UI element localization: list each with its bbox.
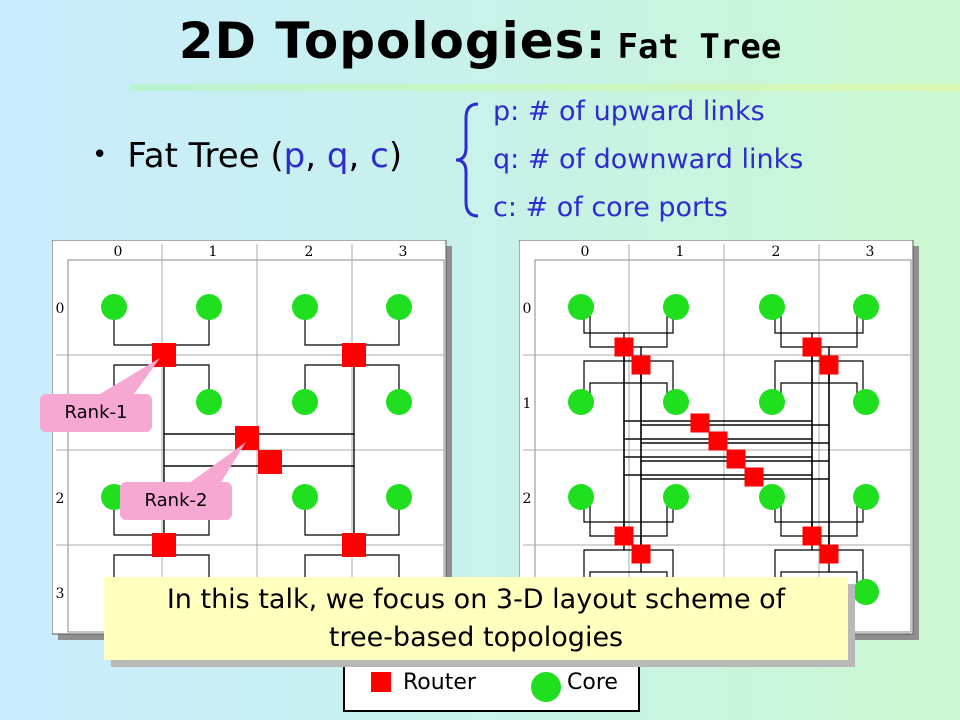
bullet-sep2: , — [348, 136, 371, 176]
title-sub: Fat Tree — [617, 27, 782, 67]
right-link — [754, 474, 813, 536]
note-line2: tree-based topologies — [328, 622, 624, 653]
right-core-node — [853, 579, 879, 605]
left-core-node — [196, 389, 222, 415]
left-router-node — [258, 450, 282, 474]
brace-icon — [455, 102, 479, 218]
legend-core-label: Core — [567, 670, 618, 695]
left-row-label: 2 — [56, 491, 65, 507]
right-core-node — [568, 484, 594, 510]
left-core-node — [292, 484, 318, 510]
left-row-label: 3 — [56, 586, 65, 602]
left-core-node — [196, 294, 222, 320]
page-title: 2D Topologies: Fat Tree — [0, 12, 960, 70]
right-core-node — [853, 484, 879, 510]
left-core-node — [292, 389, 318, 415]
fat-tree-diagram-right: 01230123 — [519, 240, 919, 640]
param-desc-c: c: # of core ports — [493, 192, 728, 223]
left-router-node — [235, 426, 259, 450]
right-router-node — [690, 413, 710, 433]
right-col-label: 0 — [581, 244, 590, 260]
bullet-suffix: ) — [388, 136, 403, 176]
note-box: In this talk, we focus on 3-D layout sch… — [104, 577, 848, 660]
param-q: q — [326, 136, 349, 176]
right-router-node — [744, 467, 764, 487]
right-router-node — [631, 355, 651, 375]
right-link — [754, 478, 830, 554]
bullet-sep1: , — [305, 136, 327, 176]
bullet-dot-icon: • — [92, 140, 108, 170]
right-row-label: 0 — [523, 301, 532, 317]
left-core-node — [386, 389, 412, 415]
left-col-label: 1 — [209, 244, 218, 260]
right-core-node — [853, 294, 879, 320]
left-col-label: 2 — [305, 244, 314, 260]
right-col-label: 3 — [866, 244, 875, 260]
left-col-label: 3 — [399, 244, 408, 260]
right-core-node — [663, 484, 689, 510]
fat-tree-diagram-left: 01230123 — [52, 240, 452, 640]
right-router-node — [614, 526, 634, 546]
note-line1: In this talk, we focus on 3-D layout sch… — [166, 584, 786, 615]
left-core-node — [292, 294, 318, 320]
right-router-node — [802, 337, 822, 357]
param-desc-p: p: # of upward links — [493, 96, 765, 127]
left-core-node — [386, 294, 412, 320]
callout-rank1: Rank-1 — [40, 394, 152, 432]
right-link — [640, 478, 754, 554]
right-core-node — [663, 389, 689, 415]
right-col-label: 2 — [772, 244, 781, 260]
left-row-label: 0 — [56, 301, 65, 317]
callout-rank2: Rank-2 — [120, 482, 232, 520]
right-row-label: 1 — [523, 396, 532, 412]
right-router-node — [726, 449, 746, 469]
right-router-node — [614, 337, 634, 357]
right-core-node — [853, 389, 879, 415]
param-p: p — [283, 136, 306, 176]
right-core-node — [759, 484, 785, 510]
right-router-node — [631, 544, 651, 564]
bullet-prefix: Fat Tree ( — [127, 136, 284, 176]
left-link — [270, 465, 355, 545]
right-row-label: 2 — [523, 491, 532, 507]
legend-router-label: Router — [403, 670, 476, 695]
right-router-node — [802, 526, 822, 546]
left-router-node — [342, 533, 366, 557]
right-col-label: 1 — [676, 244, 685, 260]
right-router-node — [819, 355, 839, 375]
left-core-node — [386, 484, 412, 510]
legend-core-swatch — [531, 672, 561, 702]
right-core-node — [663, 294, 689, 320]
legend: Router Core — [343, 656, 640, 712]
right-core-node — [759, 294, 785, 320]
left-col-label: 0 — [114, 244, 123, 260]
left-router-node — [152, 533, 176, 557]
right-core-node — [568, 294, 594, 320]
right-core-node — [568, 389, 594, 415]
right-router-node — [819, 544, 839, 564]
title-rule — [130, 84, 960, 91]
bullet-fat-tree: • Fat Tree (p, q, c) — [92, 136, 402, 176]
legend-router-swatch — [371, 672, 391, 692]
title-main: 2D Topologies: — [178, 12, 607, 70]
param-c: c — [370, 136, 389, 176]
param-desc-q: q: # of downward links — [493, 144, 804, 175]
right-router-node — [708, 431, 728, 451]
left-router-node — [152, 343, 176, 367]
right-link — [623, 474, 754, 536]
left-router-node — [342, 343, 366, 367]
right-core-node — [759, 389, 785, 415]
left-core-node — [101, 294, 127, 320]
